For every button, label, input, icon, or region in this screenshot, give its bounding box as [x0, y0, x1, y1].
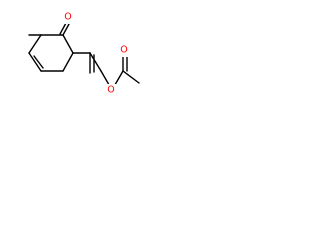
structure-diagram: O O O	[0, 0, 150, 150]
ester-oxygen-bg	[105, 84, 118, 97]
bond-ca-cb	[89, 52, 102, 72]
bond-c1-c6	[28, 52, 42, 72]
bond-ketone-1	[62, 23, 70, 36]
carbonyl-oxygen-label: O	[120, 45, 127, 56]
bond-c4-c5	[62, 52, 74, 72]
bond-c1-c2	[28, 34, 42, 54]
bond-cc-methyl	[122, 70, 140, 84]
ketone-oxygen-label: O	[64, 12, 71, 23]
ester-oxygen-label: O	[107, 85, 114, 96]
bond-c6-c6-inner	[33, 55, 44, 69]
ketone-oxygen-bg	[62, 11, 75, 24]
atom-labels: O O O	[62, 11, 131, 97]
carbonyl-oxygen-bg	[118, 44, 131, 57]
molecule-drawing: O O O	[28, 11, 140, 97]
bond-ketone-2	[59, 22, 67, 35]
bonds	[28, 22, 140, 91]
bond-c3-c4	[62, 34, 74, 54]
